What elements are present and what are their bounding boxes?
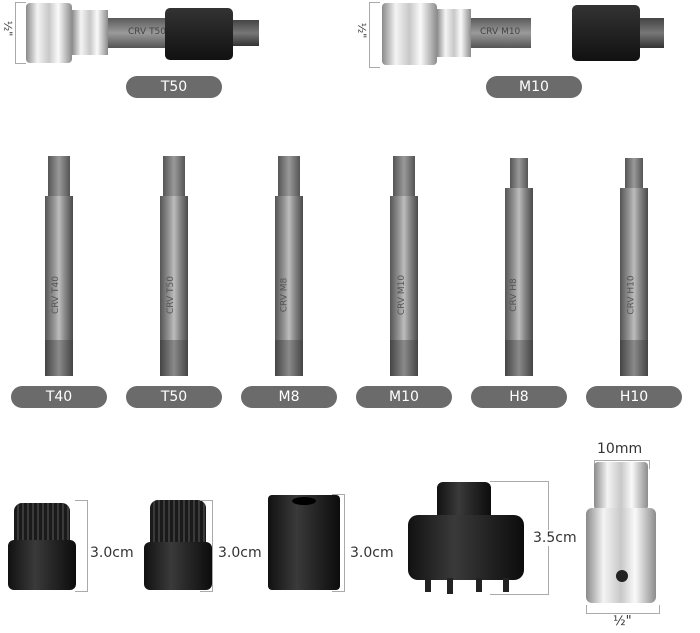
socket-neck	[72, 10, 108, 55]
pin	[476, 578, 482, 592]
socket-body	[382, 3, 437, 65]
label-pill: T40	[11, 386, 107, 408]
socket-base	[8, 540, 76, 590]
dimension-label: 10mm	[597, 441, 643, 457]
socket-neck	[437, 9, 471, 57]
bit-shaft	[505, 188, 533, 340]
dimension-label: 3.0cm	[350, 545, 394, 561]
pin	[447, 578, 453, 594]
label-pill: T50	[126, 386, 222, 408]
bit-tip	[163, 156, 185, 198]
round-body	[408, 515, 524, 580]
bit-shaft	[45, 196, 73, 340]
dimension-bracket	[369, 2, 380, 68]
label-pill: T50	[126, 76, 222, 98]
hex-hole	[292, 497, 316, 505]
bit-hex-end	[45, 340, 73, 376]
bit-shaft	[108, 18, 168, 48]
adapter-hole	[616, 570, 628, 582]
label-pill: H8	[471, 386, 567, 408]
label-pill: H10	[586, 386, 682, 408]
adapter-body	[586, 508, 656, 603]
socket-body	[26, 3, 72, 63]
bit-tip	[393, 156, 415, 198]
bit-marking: CRV T50	[166, 275, 177, 315]
pin	[425, 578, 431, 592]
bit-tip	[640, 18, 664, 48]
spline-head	[14, 503, 70, 543]
label-pill: M8	[241, 386, 337, 408]
dimension-label: 3.5cm	[533, 530, 577, 546]
bit-tip	[510, 158, 528, 188]
bit-shaft	[160, 196, 188, 340]
dimension-bracket	[15, 2, 26, 64]
size-label: ½"	[355, 22, 369, 39]
bit-shaft	[275, 196, 303, 340]
bit-marking: CRV M10	[480, 27, 521, 37]
dimension-bracket	[200, 500, 213, 592]
bit-marking: CRV M10	[397, 274, 408, 316]
hex-body	[268, 495, 340, 590]
spline-head	[150, 500, 206, 544]
adapter-top	[594, 462, 648, 510]
bit-hex-end	[505, 340, 533, 376]
bit-marking: CRV T50	[128, 27, 167, 37]
dimension-bracket	[586, 605, 660, 614]
size-label: ½"	[1, 20, 15, 37]
bit-tip	[233, 20, 259, 46]
bit-shaft	[620, 188, 648, 340]
dimension-bracket	[332, 494, 345, 592]
dimension-bracket	[75, 500, 88, 592]
bit-tip	[48, 156, 70, 198]
bit-tip	[625, 158, 643, 188]
dimension-label: ½"	[613, 614, 632, 629]
dimension-label: 3.0cm	[90, 545, 134, 561]
socket-base	[144, 542, 212, 590]
bit-marking: CRV H10	[626, 275, 637, 315]
bit-tip	[278, 156, 300, 198]
spline-nut	[165, 8, 233, 60]
bit-shaft	[390, 196, 418, 340]
bit-marking: CRV H8	[508, 278, 519, 312]
label-pill: M10	[356, 386, 452, 408]
bit-hex-end	[275, 340, 303, 376]
pin	[503, 578, 509, 592]
bit-shaft	[471, 18, 531, 48]
bit-hex-end	[620, 340, 648, 376]
bit-hex-end	[390, 340, 418, 376]
label-pill: M10	[486, 76, 582, 98]
bit-hex-end	[160, 340, 188, 376]
dimension-label: 3.0cm	[218, 545, 262, 561]
spline-nut	[572, 5, 640, 61]
bit-marking: CRV M8	[279, 277, 290, 313]
bit-marking: CRV T40	[51, 275, 62, 315]
